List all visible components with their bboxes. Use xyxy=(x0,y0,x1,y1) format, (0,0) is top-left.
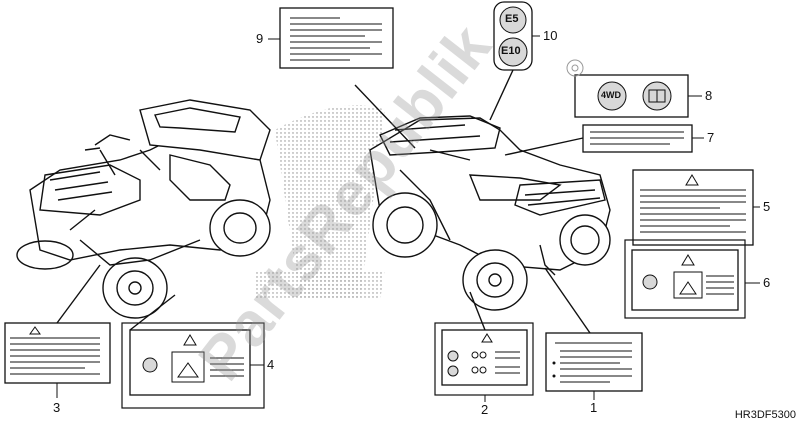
label-6 xyxy=(624,239,760,319)
reference-code: HR3DF5300 xyxy=(734,409,796,421)
callout-9: 9 xyxy=(256,31,264,46)
label-2 xyxy=(434,322,534,402)
label-8 xyxy=(574,74,702,118)
label-4 xyxy=(121,322,265,409)
callout-5: 5 xyxy=(763,199,771,214)
label-5 xyxy=(632,169,760,246)
badge-e10: E10 xyxy=(501,45,521,57)
badge-e5: E5 xyxy=(505,13,519,25)
callout-10: 10 xyxy=(543,28,558,43)
label-1 xyxy=(545,332,643,400)
honda-wing-logo xyxy=(255,105,385,301)
callout-3: 3 xyxy=(53,400,61,415)
icon-4wd-label: 4WD xyxy=(601,90,621,100)
callout-4: 4 xyxy=(267,357,275,372)
atv-rear-view xyxy=(369,115,611,311)
callout-1: 1 xyxy=(590,400,598,415)
label-3 xyxy=(4,322,111,398)
atv-front-view xyxy=(16,99,271,319)
gear-icon xyxy=(566,59,584,77)
callout-8: 8 xyxy=(705,88,713,103)
leader-lines xyxy=(56,69,591,334)
label-7 xyxy=(582,124,704,153)
label-10 xyxy=(493,1,540,71)
label-9 xyxy=(268,7,394,69)
callout-7: 7 xyxy=(707,130,715,145)
callout-6: 6 xyxy=(763,275,771,290)
callout-2: 2 xyxy=(481,402,489,417)
